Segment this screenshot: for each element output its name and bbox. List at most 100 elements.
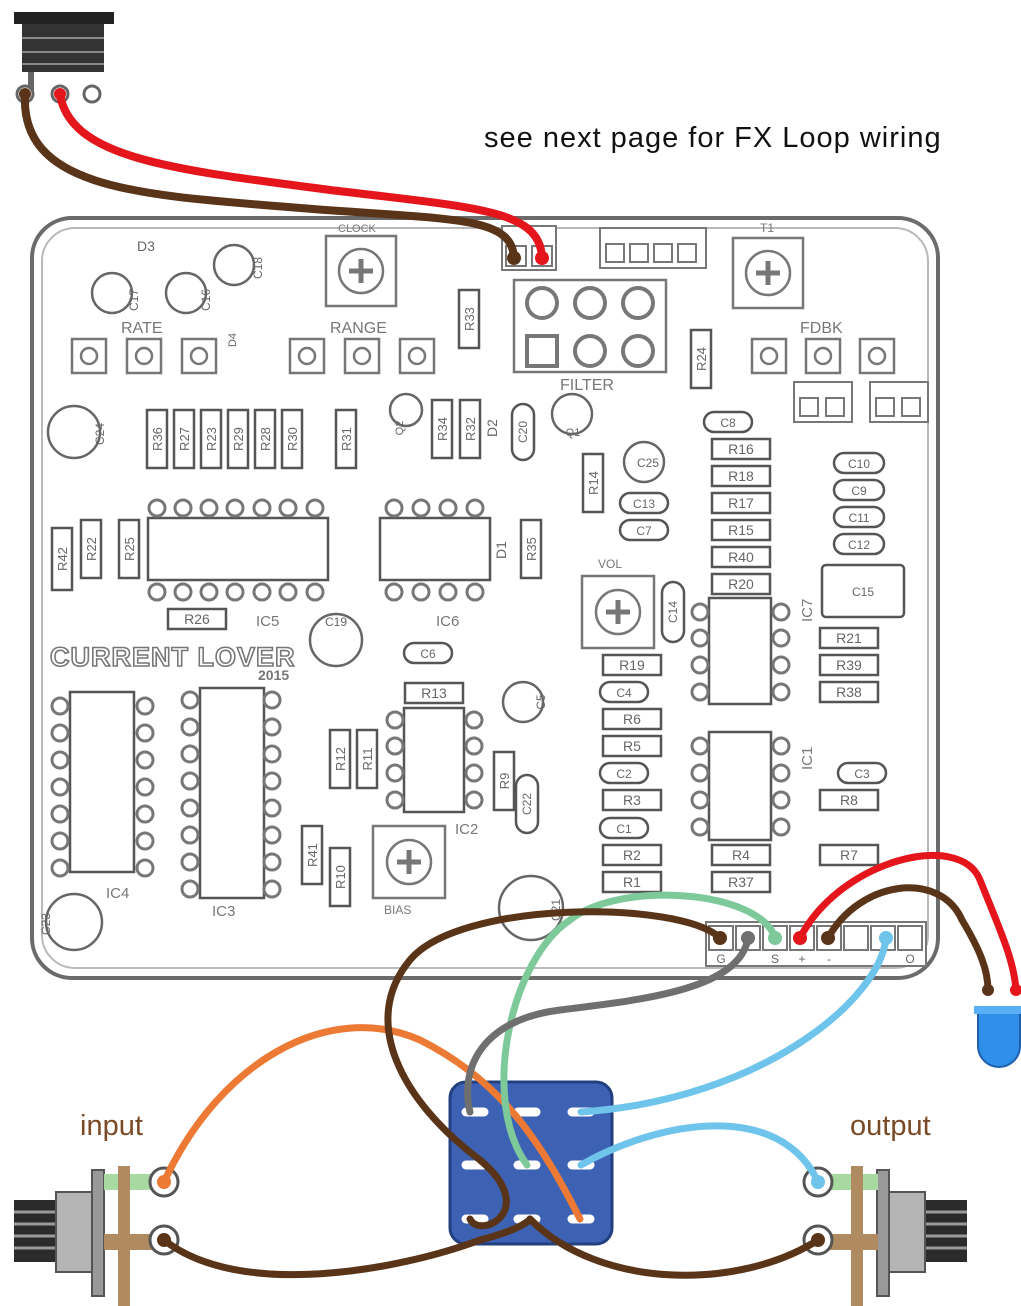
diode-label: D4 bbox=[227, 333, 239, 347]
capacitor-label: C1 bbox=[616, 822, 632, 836]
resistor-label: R17 bbox=[728, 495, 754, 511]
resistor-label: R3 bbox=[623, 792, 641, 808]
vol-label: VOL bbox=[598, 557, 622, 571]
capacitor-label: C5 bbox=[534, 694, 548, 710]
wire-end-dots bbox=[19, 88, 1021, 1247]
capacitor-label: C3 bbox=[854, 767, 870, 781]
ic5-label: IC5 bbox=[256, 613, 279, 630]
resistor-label: R7 bbox=[840, 847, 858, 863]
resistor-label: R25 bbox=[122, 537, 137, 561]
capacitor-label: C15 bbox=[852, 585, 874, 599]
pad-rows bbox=[70, 337, 896, 375]
resistor-label: R38 bbox=[836, 684, 862, 700]
output-jack bbox=[802, 1166, 967, 1306]
resistor-label: R33 bbox=[462, 307, 477, 331]
resistor-label: R23 bbox=[204, 427, 219, 451]
resistor-label: R27 bbox=[177, 427, 192, 451]
resistor-label: R2 bbox=[623, 847, 641, 863]
input-jack bbox=[14, 1166, 180, 1306]
resistor-label: R16 bbox=[728, 441, 754, 457]
resistor-label: R29 bbox=[231, 427, 246, 451]
resistor-label: R20 bbox=[728, 576, 754, 592]
wire-dc-positive bbox=[56, 90, 546, 262]
ic-bodies bbox=[68, 516, 773, 900]
fdbk-label: FDBK bbox=[800, 320, 843, 337]
ic4-label: IC4 bbox=[106, 885, 129, 902]
led bbox=[974, 1006, 1021, 1068]
resistor-label: R30 bbox=[285, 427, 300, 451]
capacitor-label: C19 bbox=[325, 615, 347, 629]
resistor-label: R41 bbox=[305, 843, 320, 867]
resistor-label: R37 bbox=[728, 874, 754, 890]
capacitor-labels: C8C13C7C10C9C11C12C15C6C4C2C1C3C14C22C20… bbox=[39, 257, 874, 935]
logo-text: CURRENT LOVER bbox=[50, 642, 296, 672]
resistor-label: R24 bbox=[694, 347, 709, 371]
resistor-label: R39 bbox=[836, 657, 862, 673]
diode-label: D2 bbox=[484, 419, 500, 437]
diode-label: D3 bbox=[137, 238, 155, 254]
capacitor-label: C22 bbox=[520, 793, 534, 815]
wire-grey bbox=[464, 934, 752, 1116]
resistor-label: R34 bbox=[435, 417, 450, 441]
film-caps bbox=[402, 402, 906, 840]
wire-input-tip-orange bbox=[160, 1024, 584, 1223]
vertical-resistors bbox=[50, 288, 713, 908]
pad-label: S bbox=[771, 952, 779, 966]
resistor-label: R8 bbox=[840, 792, 858, 808]
capacitor-label: C17 bbox=[127, 289, 141, 311]
resistor-label: R22 bbox=[84, 537, 99, 561]
resistor-label: R26 bbox=[184, 611, 210, 627]
transistor-label: Q1 bbox=[566, 427, 581, 439]
resistor-label: R11 bbox=[360, 748, 375, 771]
ic6-label: IC6 bbox=[436, 613, 459, 630]
capacitor-label: C9 bbox=[851, 484, 867, 498]
pad-label: + bbox=[798, 952, 805, 966]
input-label: input bbox=[80, 1110, 143, 1142]
resistor-label: R18 bbox=[728, 468, 754, 484]
ic-pins bbox=[50, 498, 791, 899]
ic3-label: IC3 bbox=[212, 903, 235, 920]
capacitor-label: C7 bbox=[636, 524, 652, 538]
trimmer-clock bbox=[324, 234, 398, 308]
resistor-label: R40 bbox=[728, 549, 754, 565]
capacitor-label: C11 bbox=[848, 511, 869, 525]
ic1-label: IC1 bbox=[799, 747, 816, 770]
header-j2 bbox=[869, 381, 929, 423]
header-j3-j4 bbox=[599, 227, 707, 269]
horizontal-resistor-labels: R16R18R17R15R40R20R26R13R19R6R5R3R2R1R4R… bbox=[184, 441, 862, 890]
capacitor-label: C8 bbox=[720, 416, 736, 430]
resistor-label: R28 bbox=[258, 427, 273, 451]
capacitor-label: C20 bbox=[516, 421, 530, 443]
resistor-label: R6 bbox=[623, 711, 641, 727]
wire-dc-ground bbox=[20, 90, 518, 262]
resistor-label: R13 bbox=[421, 685, 447, 701]
resistor-label: R42 bbox=[55, 547, 70, 571]
diode-label: D1 bbox=[493, 541, 509, 559]
clock-label: CLOCK bbox=[338, 223, 377, 235]
wire-led-brown bbox=[824, 884, 992, 994]
t1-label: T1 bbox=[760, 221, 774, 235]
capacitor-label: C24 bbox=[93, 423, 107, 445]
resistor-label: R36 bbox=[150, 427, 165, 451]
filter-label: FILTER bbox=[560, 377, 614, 394]
capacitor-label: C16 bbox=[199, 289, 213, 311]
wire-blue-out bbox=[577, 1122, 822, 1186]
transistor-label: Q2 bbox=[394, 421, 406, 436]
wire-green-s bbox=[500, 891, 779, 1169]
resistor-label: R5 bbox=[623, 738, 641, 754]
resistor-label: R4 bbox=[732, 847, 750, 863]
trimmer-t1 bbox=[731, 236, 805, 310]
top-note: see next page for FX Loop wiring bbox=[484, 122, 942, 154]
wire-ground-brown bbox=[384, 908, 724, 1230]
capacitor-label: C25 bbox=[637, 456, 659, 470]
capacitor-label: C23 bbox=[39, 913, 53, 935]
resistor-label: R35 bbox=[524, 537, 539, 561]
ic2-label: IC2 bbox=[455, 821, 478, 838]
resistor-label: R9 bbox=[497, 773, 512, 790]
capacitor-label: C13 bbox=[633, 497, 655, 511]
resistor-label: R19 bbox=[619, 657, 645, 673]
wire-led-red bbox=[796, 852, 1020, 994]
resistor-label: R31 bbox=[339, 427, 354, 451]
horizontal-resistors bbox=[166, 437, 880, 894]
